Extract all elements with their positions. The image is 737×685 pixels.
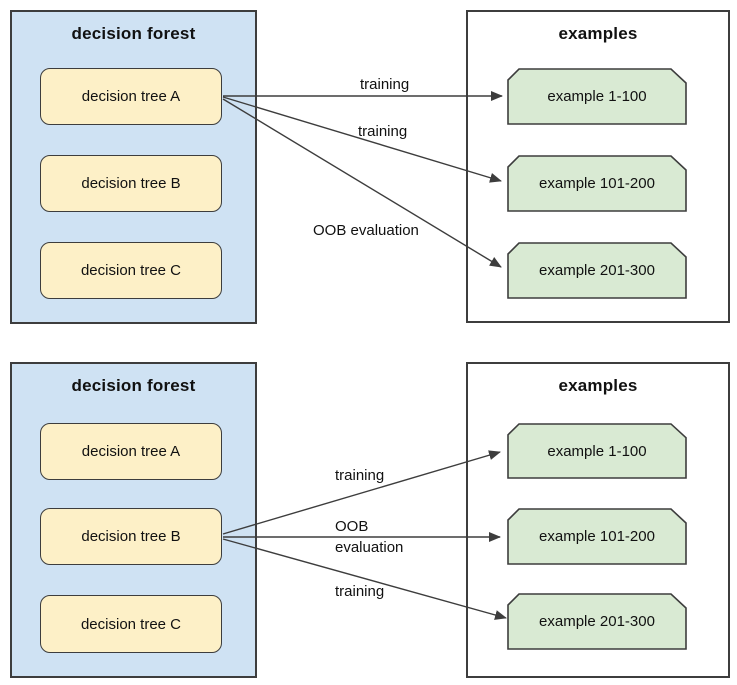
arrow-label-training-1: training [360, 76, 410, 93]
decision-forest-title-1: decision forest [71, 24, 196, 43]
decision-tree-a-box-1: decision tree A [40, 68, 222, 125]
decision-forest-title-2: decision forest [71, 376, 196, 395]
examples-title-2: examples [558, 376, 638, 395]
example-card-shape [507, 68, 687, 125]
decision-tree-b-box-2: decision tree B [40, 508, 222, 565]
example-101-200-label-2: example 101-200 [539, 528, 655, 545]
example-101-200-card-2: example 101-200 [507, 508, 687, 565]
arrow-label-training-3: training [335, 467, 385, 484]
decision-tree-c-box-1: decision tree C [40, 242, 222, 299]
decision-tree-b-label-1: decision tree B [81, 175, 181, 192]
examples-title-1: examples [558, 24, 638, 43]
example-card-shape [507, 155, 687, 212]
example-1-100-card-2: example 1-100 [507, 423, 687, 479]
example-1-100-card-1: example 1-100 [507, 68, 687, 125]
decision-tree-a-label-1: decision tree A [81, 88, 181, 105]
example-card-shape [507, 508, 687, 565]
example-201-300-label-2: example 201-300 [539, 613, 655, 630]
example-201-300-card-1: example 201-300 [507, 242, 687, 299]
decision-tree-c-label-1: decision tree C [80, 262, 182, 279]
example-101-200-label-1: example 101-200 [539, 175, 655, 192]
decision-tree-b-label-2: decision tree B [81, 528, 181, 545]
example-card-shape [507, 423, 687, 479]
decision-tree-a-box-2: decision tree A [40, 423, 222, 480]
arrow-label-training-4: training [335, 583, 385, 600]
example-card-shape [507, 593, 687, 650]
decision-tree-c-box-2: decision tree C [40, 595, 222, 653]
decision-tree-c-label-2: decision tree C [80, 615, 182, 633]
arrow-label-oob-evaluation-1: OOB evaluation [313, 222, 419, 239]
example-201-300-card-2: example 201-300 [507, 593, 687, 650]
example-201-300-label-1: example 201-300 [539, 262, 655, 279]
example-1-100-label-1: example 1-100 [547, 88, 647, 105]
decision-tree-b-box-1: decision tree B [40, 155, 222, 212]
arrow-label-training-2: training [358, 123, 408, 140]
decision-tree-a-label-2: decision tree A [81, 443, 181, 460]
example-101-200-card-1: example 101-200 [507, 155, 687, 212]
example-1-100-label-2: example 1-100 [547, 442, 647, 460]
arrow-label-oob-evaluation-2: OOB evaluation [335, 518, 404, 556]
example-card-shape [507, 242, 687, 299]
